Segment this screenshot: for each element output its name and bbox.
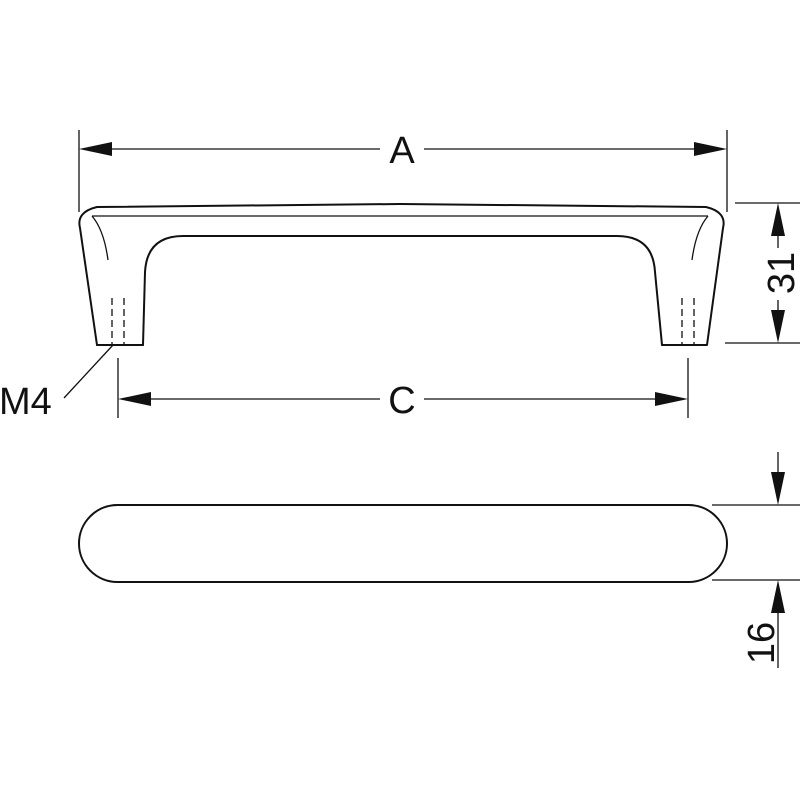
right-leg-edge [691, 215, 709, 261]
dimension-height: 31 [725, 202, 800, 344]
arrowhead-top [771, 203, 785, 236]
arrowhead-bottom [771, 310, 785, 343]
handle-top-view [78, 504, 728, 583]
dimension-label-a: A [389, 130, 415, 172]
dimension-label-c: C [388, 380, 415, 422]
arrowhead-right [694, 142, 727, 156]
handle-inner-outline [142, 235, 663, 346]
left-leg-edge [91, 215, 109, 261]
arrowhead-width-top [771, 472, 785, 505]
handle-outer-outline [78, 203, 725, 346]
arrowhead-width-bottom [771, 580, 785, 613]
arrowhead-left-c [118, 392, 151, 406]
arrowhead-right-c [655, 392, 688, 406]
handle-top-outline [78, 504, 728, 583]
dimension-a: A [78, 130, 728, 212]
dimension-width: 16 [712, 452, 800, 668]
leader-line [63, 344, 114, 399]
handle-side-view [78, 203, 725, 346]
arrowhead-left [79, 142, 112, 156]
dimension-c: C [117, 358, 689, 422]
thread-callout: M4 [0, 344, 114, 423]
dimension-label-width: 16 [741, 622, 783, 664]
thread-label: M4 [0, 381, 52, 423]
dimension-label-height: 31 [761, 252, 800, 294]
